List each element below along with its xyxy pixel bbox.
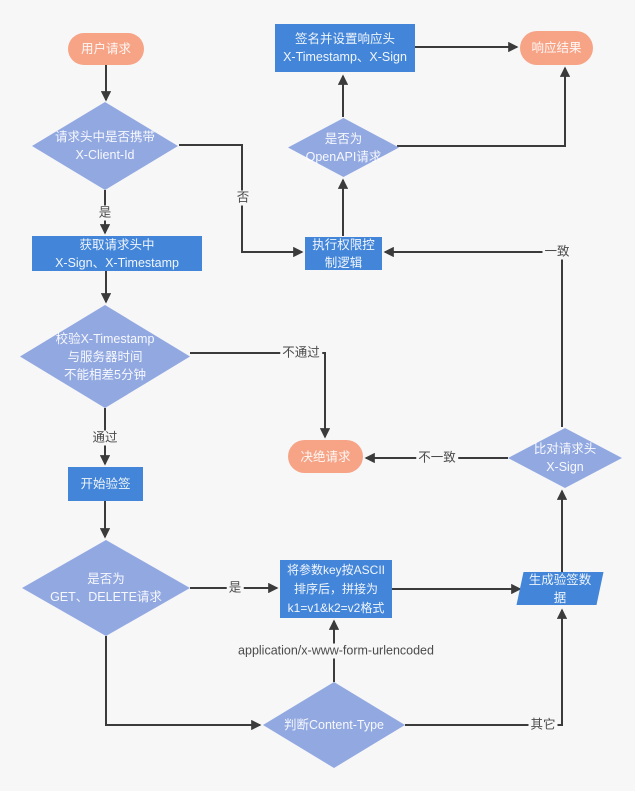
node-gen-sign-data[interactable]: 生成验签数据 xyxy=(516,572,604,605)
edge-label-fail: 不通过 xyxy=(280,345,322,361)
node-reject-request[interactable]: 决绝请求 xyxy=(288,440,363,473)
node-check-timestamp[interactable]: 校验X-Timestamp 与服务器时间 不能相差5分钟 xyxy=(20,305,190,408)
node-response-result-label: 响应结果 xyxy=(531,41,582,55)
edge-label-other: 其它 xyxy=(528,717,558,733)
node-check-openapi[interactable]: 是否为 OpenAPI请求 xyxy=(288,118,399,177)
node-start-verify-label: 开始验签 xyxy=(80,477,131,491)
edge-check-timestamp-fail xyxy=(190,352,331,439)
node-compare-sign[interactable]: 比对请求头 X-Sign xyxy=(508,428,622,488)
node-response-result[interactable]: 响应结果 xyxy=(520,31,593,65)
node-get-headers[interactable]: 获取请求头中 X-Sign、X-Timestamp xyxy=(32,236,202,271)
node-check-openapi-label: 是否为 OpenAPI请求 xyxy=(305,131,382,164)
edge-label-mismatch: 不一致 xyxy=(416,450,458,466)
edge-compare-sign-match xyxy=(383,246,563,427)
node-check-content-type-label: 判断Content-Type xyxy=(283,718,385,732)
node-compare-sign-label: 比对请求头 X-Sign xyxy=(533,442,597,474)
node-check-client-id[interactable]: 请求头中是否携带 X-Client-Id xyxy=(32,102,178,190)
node-permission-logic[interactable]: 执行权限控制逻辑 xyxy=(305,237,382,270)
node-user-request[interactable]: 用户请求 xyxy=(68,33,144,65)
node-check-client-id-label: 请求头中是否携带 X-Client-Id xyxy=(54,130,155,162)
node-check-method-label: 是否为 GET、DELETE请求 xyxy=(50,572,162,604)
edge-label-match: 一致 xyxy=(542,244,572,260)
edge-label-pass: 通过 xyxy=(90,430,120,446)
edge-content-type-other xyxy=(405,608,568,726)
edge-label-form-urlencoded: application/x-www-form-urlencoded xyxy=(236,643,436,659)
node-check-method[interactable]: 是否为 GET、DELETE请求 xyxy=(22,540,190,636)
edge-openapi-no xyxy=(397,66,571,147)
node-gen-sign-data-label: 生成验签数据 xyxy=(528,572,592,605)
node-permission-logic-label: 执行权限控制逻辑 xyxy=(312,237,375,270)
node-start-verify[interactable]: 开始验签 xyxy=(68,467,143,501)
edge-label-no-1: 否 xyxy=(234,190,252,206)
node-reject-request-label: 决绝请求 xyxy=(300,449,351,464)
node-sign-response-label: 签名并设置响应头 X-Timestamp、X-Sign xyxy=(283,32,407,64)
node-get-headers-label: 获取请求头中 X-Sign、X-Timestamp xyxy=(55,237,179,270)
edge-label-yes-1: 是 xyxy=(96,205,114,221)
node-sort-params[interactable]: 将参数key按ASCII 排序后，拼接为 k1=v1&k2=v2格式 xyxy=(280,560,392,618)
node-sort-params-label: 将参数key按ASCII 排序后，拼接为 k1=v1&k2=v2格式 xyxy=(286,562,386,615)
node-sign-response[interactable]: 签名并设置响应头 X-Timestamp、X-Sign xyxy=(275,24,415,72)
edge-check-method-to-content-type xyxy=(105,636,262,731)
edge-label-yes-2: 是 xyxy=(226,580,244,596)
node-check-timestamp-label: 校验X-Timestamp 与服务器时间 不能相差5分钟 xyxy=(55,331,155,382)
node-check-content-type[interactable]: 判断Content-Type xyxy=(263,682,405,768)
node-user-request-label: 用户请求 xyxy=(80,42,131,56)
